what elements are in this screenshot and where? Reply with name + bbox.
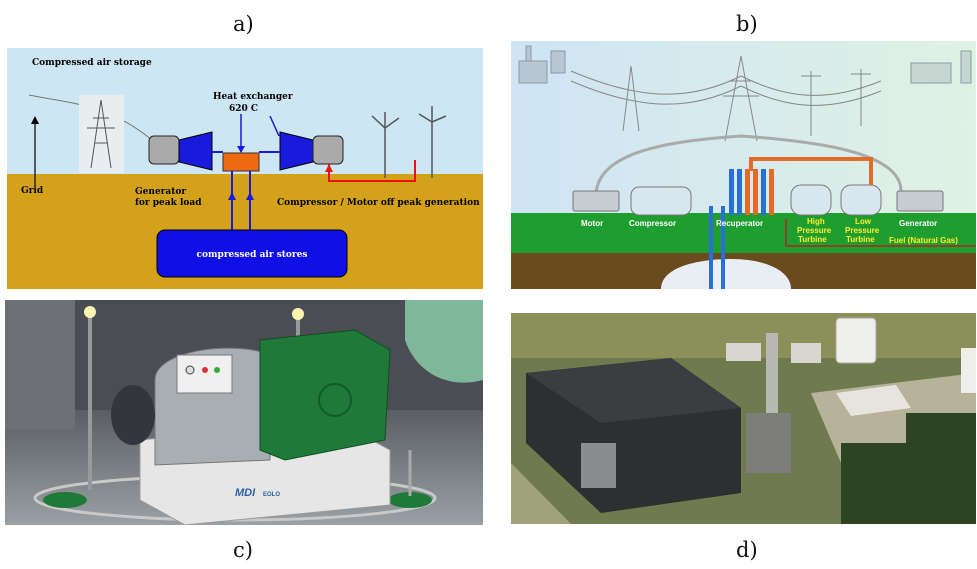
wall-left	[5, 300, 75, 430]
air-pipe-down	[231, 171, 251, 231]
road-left	[511, 463, 571, 524]
building-icon	[910, 50, 972, 84]
air-pipes	[709, 206, 725, 289]
compressor-turbine	[279, 131, 314, 171]
grid-arrow-head	[31, 116, 39, 124]
brand-label: MDI	[235, 487, 256, 499]
compressor-unit	[630, 186, 692, 216]
recuperator-label: Recuperator	[716, 219, 763, 228]
model-label: EOLO	[263, 492, 280, 498]
temp-pointer	[269, 115, 280, 137]
generator-label-2: for peak load	[135, 198, 202, 208]
generator-label: Generator	[899, 219, 937, 228]
diagram-title: Compressed air storage	[32, 58, 152, 68]
turbine-left	[178, 131, 213, 171]
air-stores-tank	[156, 229, 348, 278]
heat-exchanger	[222, 152, 260, 172]
exhaust-pipe	[749, 157, 873, 185]
motor-unit	[572, 190, 620, 212]
panel-b-plant-diagram: Motor Compressor Recuperator High Pressu…	[511, 41, 976, 289]
small-building-2	[791, 343, 821, 363]
car-edge	[405, 300, 483, 383]
control-panel	[176, 354, 233, 394]
small-building-1	[726, 343, 761, 361]
cavern	[661, 259, 791, 289]
air-tank	[111, 385, 155, 445]
pylon-picture	[79, 95, 124, 173]
trees	[841, 413, 976, 524]
lp-label-3: Turbine	[846, 235, 875, 244]
compressor-label: Compressor / Motor off peak generation	[277, 198, 480, 208]
power-link	[328, 160, 416, 182]
power-lines-icon	[570, 55, 882, 142]
hx-pointer-head	[237, 146, 245, 153]
grid-label: Grid	[21, 186, 44, 196]
equipment-block	[746, 413, 791, 473]
cover-logo	[318, 383, 352, 417]
generator-box	[148, 135, 180, 165]
caption-c: c)	[233, 538, 253, 562]
power-link-arrow	[325, 164, 333, 172]
fuel-label: Fuel (Natural Gas)	[889, 236, 958, 245]
green-button	[214, 367, 220, 373]
pipe-arrow-up	[228, 192, 236, 200]
motor-label: Motor	[581, 219, 603, 228]
gauge	[185, 365, 195, 375]
lp-label-1: Low	[855, 217, 872, 226]
factory-icon	[518, 45, 566, 84]
heat-exchanger-label: Heat exchanger	[213, 92, 293, 102]
hp-turbine-unit	[790, 184, 832, 216]
wind-turbine-icon	[371, 106, 447, 178]
pylon-icon	[87, 99, 115, 169]
storage-tank-1	[835, 317, 877, 364]
red-button	[202, 367, 208, 373]
hp-label-2: Pressure	[797, 226, 832, 235]
hp-label-1: High	[807, 217, 825, 226]
caption-b: b)	[736, 12, 758, 36]
panel-a-compressed-air-diagram: Compressed air storage Grid Heat exchang…	[7, 48, 483, 289]
green-cover	[259, 329, 391, 461]
storage-tank-2	[961, 348, 976, 393]
caption-d: d)	[736, 538, 758, 562]
lp-label-2: Pressure	[845, 226, 880, 235]
panel-c-machine-photo: MDI EOLO	[5, 300, 483, 525]
recuperator-unit	[729, 169, 774, 215]
generator-unit	[896, 190, 944, 212]
building-roof	[526, 358, 741, 423]
canopy	[836, 385, 911, 416]
connection-cable	[594, 134, 903, 197]
motor-box	[312, 135, 344, 165]
hp-label-3: Turbine	[798, 235, 827, 244]
lp-turbine-unit	[840, 184, 882, 216]
compressor-label: Compressor	[629, 219, 676, 228]
temperature-label: 620 C	[229, 104, 258, 114]
fuel-line	[785, 219, 976, 247]
panel-d-plant-aerial-photo	[511, 313, 976, 524]
generator-label-1: Generator	[135, 187, 186, 197]
caption-a: a)	[233, 12, 254, 36]
pipe-arrow-up-2	[246, 192, 254, 200]
air-stores-label: compressed air stores	[197, 250, 308, 260]
side-annex	[581, 443, 616, 488]
